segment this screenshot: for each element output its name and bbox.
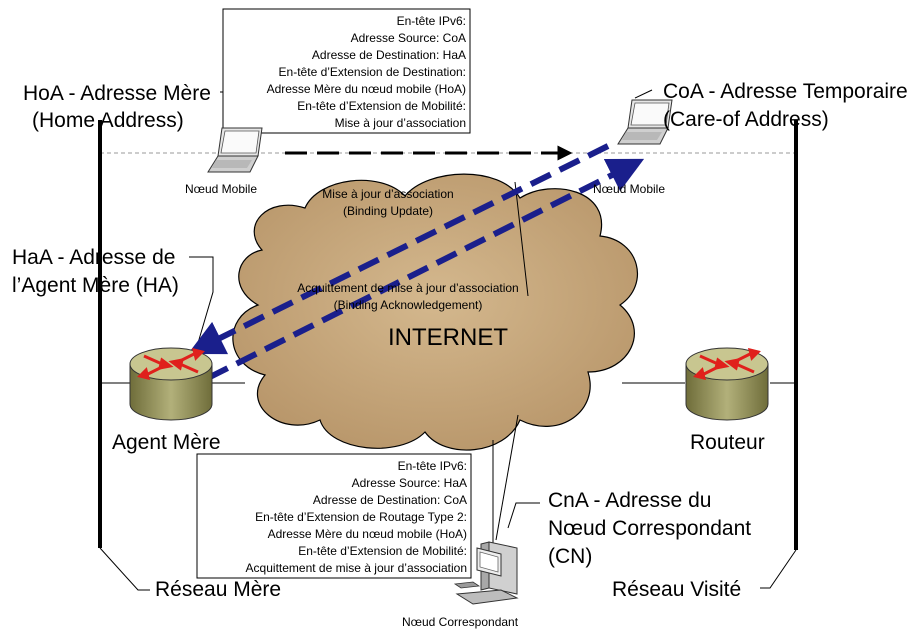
bottom-box-line: Adresse Mère du nœud mobile (HoA) <box>268 527 467 541</box>
mobile-node-home-label: Nœud Mobile <box>185 182 257 196</box>
router-icon <box>685 347 769 421</box>
home-agent-label: Agent Mère <box>112 431 221 454</box>
internet-label: INTERNET <box>388 324 508 351</box>
correspondent-node-label: Nœud Correspondant <box>402 615 519 629</box>
bottom-box-line: En-tête d’Extension de Routage Type 2: <box>255 510 467 524</box>
binding-arrows <box>187 143 645 381</box>
top-box-line: En-tête IPv6: <box>397 14 466 28</box>
binding-ack-label: Acquittement de mise à jour d’associatio… <box>297 281 518 295</box>
hoa-label: (Home Address) <box>32 109 184 132</box>
laptop-icon <box>617 99 673 145</box>
binding-update-box: En-tête IPv6: Adresse Source: CoA Adress… <box>222 8 471 134</box>
mobile-node-visited-label: Nœud Mobile <box>593 182 665 196</box>
haa-label: l’Agent Mère (HA) <box>12 274 179 297</box>
hoa-label: HoA - Adresse Mère <box>23 82 211 105</box>
top-box-line: Adresse Source: CoA <box>351 31 466 45</box>
internet-cloud <box>232 173 638 451</box>
top-box-line: Mise à jour d’association <box>335 116 466 130</box>
top-box-line: En-tête d’Extension de Destination: <box>279 65 466 79</box>
laptop-icon <box>207 127 263 173</box>
bottom-box-line: En-tête d’Extension de Mobilité: <box>298 544 467 558</box>
coa-label: (Care-of Address) <box>663 108 829 131</box>
bottom-box-line: Acquittement de mise à jour d’associatio… <box>246 561 467 575</box>
router-label: Routeur <box>690 431 765 454</box>
top-box-line: Adresse de Destination: HaA <box>312 48 466 62</box>
binding-ack-label: (Binding Acknowledgement) <box>334 298 483 312</box>
cna-label: CnA - Adresse du <box>548 489 711 512</box>
binding-update-label: Mise à jour d’association <box>322 187 453 201</box>
bottom-box-line: Adresse de Destination: CoA <box>313 493 467 507</box>
bottom-box-line: En-tête IPv6: <box>398 459 467 473</box>
binding-update-arrow <box>187 143 610 355</box>
cna-label: Nœud Correspondant <box>548 517 751 540</box>
top-box-line: En-tête d’Extension de Mobilité: <box>297 99 466 113</box>
bottom-box-line: Adresse Source: HaA <box>352 476 467 490</box>
desktop-computer-icon <box>453 541 519 605</box>
cna-label: (CN) <box>548 545 592 568</box>
coa-label: CoA - Adresse Temporaire <box>663 80 908 103</box>
top-box-line: Adresse Mère du nœud mobile (HoA) <box>267 82 466 96</box>
haa-label: HaA - Adresse de <box>12 246 175 269</box>
binding-update-label: (Binding Update) <box>343 204 433 218</box>
binding-ack-arrow <box>206 158 645 381</box>
binding-ack-box: En-tête IPv6: Adresse Source: HaA Adress… <box>196 453 472 579</box>
home-network-label: Réseau Mère <box>155 578 281 601</box>
router-icon <box>129 347 213 421</box>
visited-network-label: Réseau Visité <box>612 578 741 601</box>
